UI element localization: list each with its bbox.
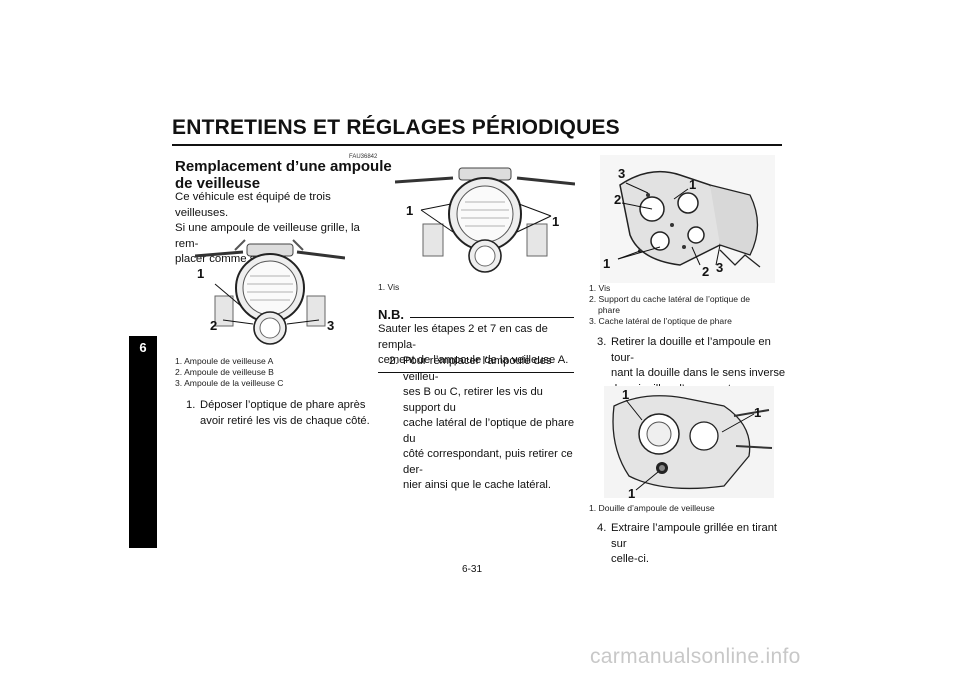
section-heading: Remplacement d’une ampoule de veilleuse xyxy=(175,158,392,192)
figure-callout: 3 xyxy=(716,260,724,275)
text-line: Extraire l’ampoule grillée en tirant sur xyxy=(611,522,778,550)
text-line: Pour remplacer l’ampoule des veilleu- xyxy=(403,355,552,383)
caption-item: 2. Support du cache latéral de l’optique… xyxy=(589,294,751,304)
note-title: N.B. xyxy=(378,307,404,322)
text-line: Sauter les étapes 2 et 7 en cas de rempl… xyxy=(378,323,548,351)
title-rule xyxy=(172,144,782,146)
text-line: cement de l’ampoule de la veilleuse A. xyxy=(378,354,569,366)
note-body: Sauter les étapes 2 et 7 en cas de rempl… xyxy=(378,322,574,369)
note-rule xyxy=(378,371,574,373)
text-line: Ce véhicule est équipé de trois veilleus… xyxy=(175,191,331,219)
figure-callout: 1 xyxy=(622,387,630,402)
step-number: 3. xyxy=(597,336,607,348)
step-4: 4. Extraire l’ampoule grillée en tirant … xyxy=(597,521,787,568)
figure-headlight-screws xyxy=(395,160,575,274)
figure-callout: 1 xyxy=(197,266,205,281)
step-number: 1. xyxy=(186,399,196,411)
text-line: cache latéral de l’optique de phare du xyxy=(403,417,575,445)
text-line: nant la douille dans le sens inverse xyxy=(611,367,786,379)
section-heading-line: de veilleuse xyxy=(175,175,261,192)
page-title: ENTRETIENS ET RÉGLAGES PÉRIODIQUES xyxy=(172,116,620,139)
figure-callout: 1 xyxy=(552,214,560,229)
text-line: avoir retiré les vis de chaque côté. xyxy=(200,414,370,427)
section-heading-line: Remplacement d’une ampoule xyxy=(175,158,392,175)
text-line: celle-ci. xyxy=(611,553,649,565)
figure-callout: 3 xyxy=(618,166,626,181)
caption-item: 1. Douille d’ampoule de veilleuse xyxy=(589,503,715,513)
page-number: 6-31 xyxy=(462,564,483,575)
step-number: 4. xyxy=(597,522,607,534)
caption-item: 3. Cache latéral de l’optique de phare xyxy=(589,316,732,326)
chapter-number: 6 xyxy=(139,340,147,355)
figure-callout: 2 xyxy=(614,192,622,207)
text-line: nier ainsi que le cache latéral. xyxy=(403,479,552,491)
figure-headlight-front xyxy=(195,236,345,348)
figure-side-cover xyxy=(600,155,775,283)
caption-item: phare xyxy=(598,305,620,315)
figure-captions: 1. Vis xyxy=(378,282,399,293)
text-line: Déposer l’optique de phare après xyxy=(200,399,366,411)
figure-captions: 1. Douille d’ampoule de veilleuse xyxy=(589,503,715,514)
caption-item: 1. Vis xyxy=(378,282,400,292)
note-box: N.B. Sauter les étapes 2 et 7 en cas de … xyxy=(378,307,574,373)
step-number: 2. xyxy=(389,355,399,367)
figure-bulb-socket xyxy=(604,386,774,498)
chapter-tab: 6 xyxy=(129,336,157,548)
figure-callout: 1 xyxy=(603,256,611,271)
caption-item: 1. Ampoule de veilleuse A xyxy=(175,356,274,366)
caption-item: 3. Ampoule de la veilleuse C xyxy=(175,378,284,388)
figure-callout: 2 xyxy=(702,264,710,279)
figure-callout: 2 xyxy=(210,318,218,333)
caption-item: 2. Ampoule de veilleuse B xyxy=(175,367,274,377)
figure-captions: 1. Vis 2. Support du cache latéral de l’… xyxy=(589,283,750,327)
step-1: 1. Déposer l’optique de phare après avoi… xyxy=(186,398,376,429)
text-line: Si une ampoule de veilleuse grille, la r… xyxy=(175,222,360,250)
figure-callout: 1 xyxy=(689,177,697,192)
reference-code: FAU36842 xyxy=(349,154,378,160)
figure-callout: 1 xyxy=(406,203,414,218)
step-2: 2. Pour remplacer l’ampoule des veilleu-… xyxy=(389,354,579,494)
text-line: côté correspondant, puis retirer ce der- xyxy=(403,448,573,476)
text-line: Retirer la douille et l’ampoule en tour- xyxy=(611,336,771,364)
figure-callout: 1 xyxy=(754,405,762,420)
figure-captions: 1. Ampoule de veilleuse A 2. Ampoule de … xyxy=(175,356,283,389)
figure-callout: 1 xyxy=(628,486,636,501)
caption-item: 1. Vis xyxy=(589,283,611,293)
note-rule xyxy=(410,317,574,318)
text-line: ses B ou C, retirer les vis du support d… xyxy=(403,386,543,414)
figure-callout: 3 xyxy=(327,318,335,333)
watermark: carmanualsonline.info xyxy=(590,645,801,668)
